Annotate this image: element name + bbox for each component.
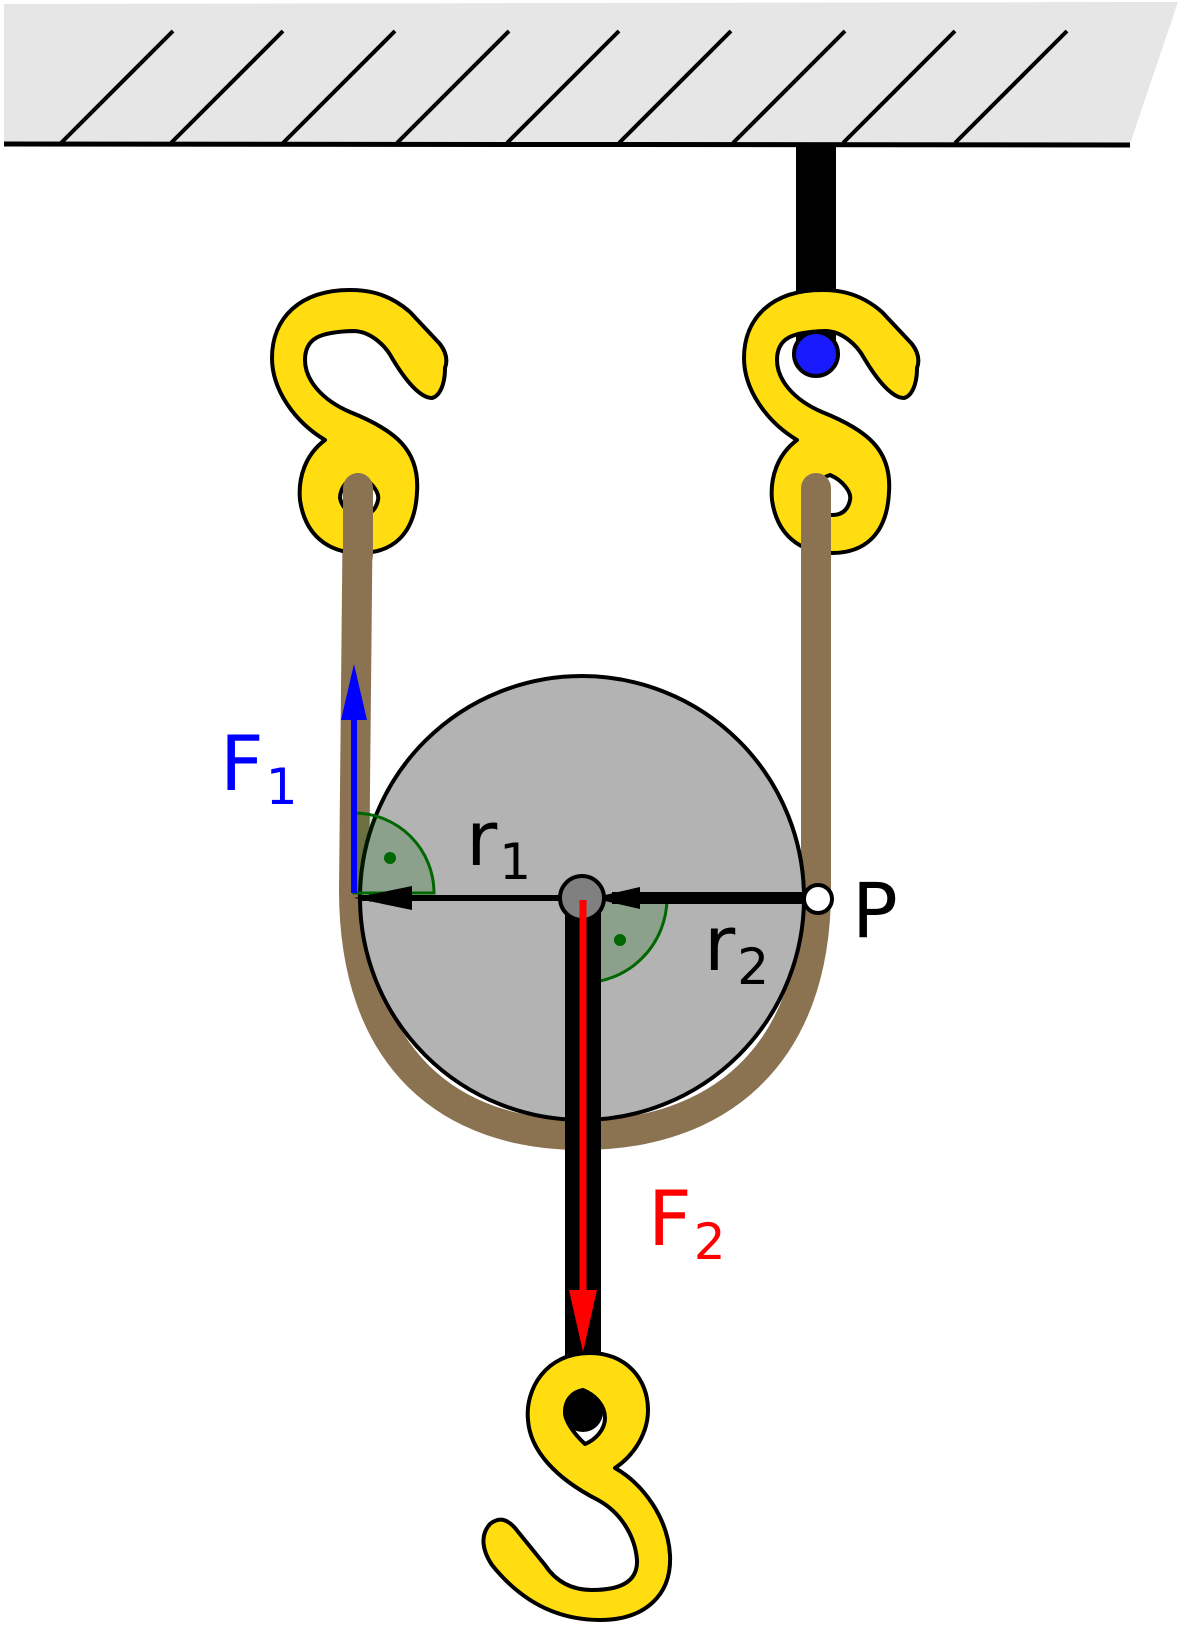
anchor-dot: [792, 330, 840, 378]
label-f2: F2: [648, 1174, 726, 1271]
s-hook-left-icon: [270, 288, 449, 555]
ceiling-line: [3, 141, 1131, 148]
pivot-point: [802, 883, 834, 915]
f1-arrowhead: [341, 664, 367, 720]
label-pivot: P: [852, 866, 898, 955]
ceiling-hatch-icon: [59, 29, 1069, 145]
label-f1: F1: [220, 719, 298, 816]
label-r2: r2: [704, 899, 769, 996]
right-angle-left: [352, 811, 436, 895]
r2-arrowhead: [592, 887, 640, 909]
right-angle-marker-icon: [352, 811, 669, 985]
r1-arrowhead: [354, 886, 412, 910]
ceiling-block: [4, 2, 1178, 144]
right-angle-right-dot: [614, 934, 626, 946]
load-bar-end: [563, 1392, 603, 1432]
label-r1: r1: [466, 794, 531, 891]
ceiling: [3, 2, 1178, 148]
s-hook-right-icon: [742, 288, 921, 555]
f2-arrowhead: [569, 1290, 597, 1352]
right-angle-left-dot: [384, 852, 396, 864]
